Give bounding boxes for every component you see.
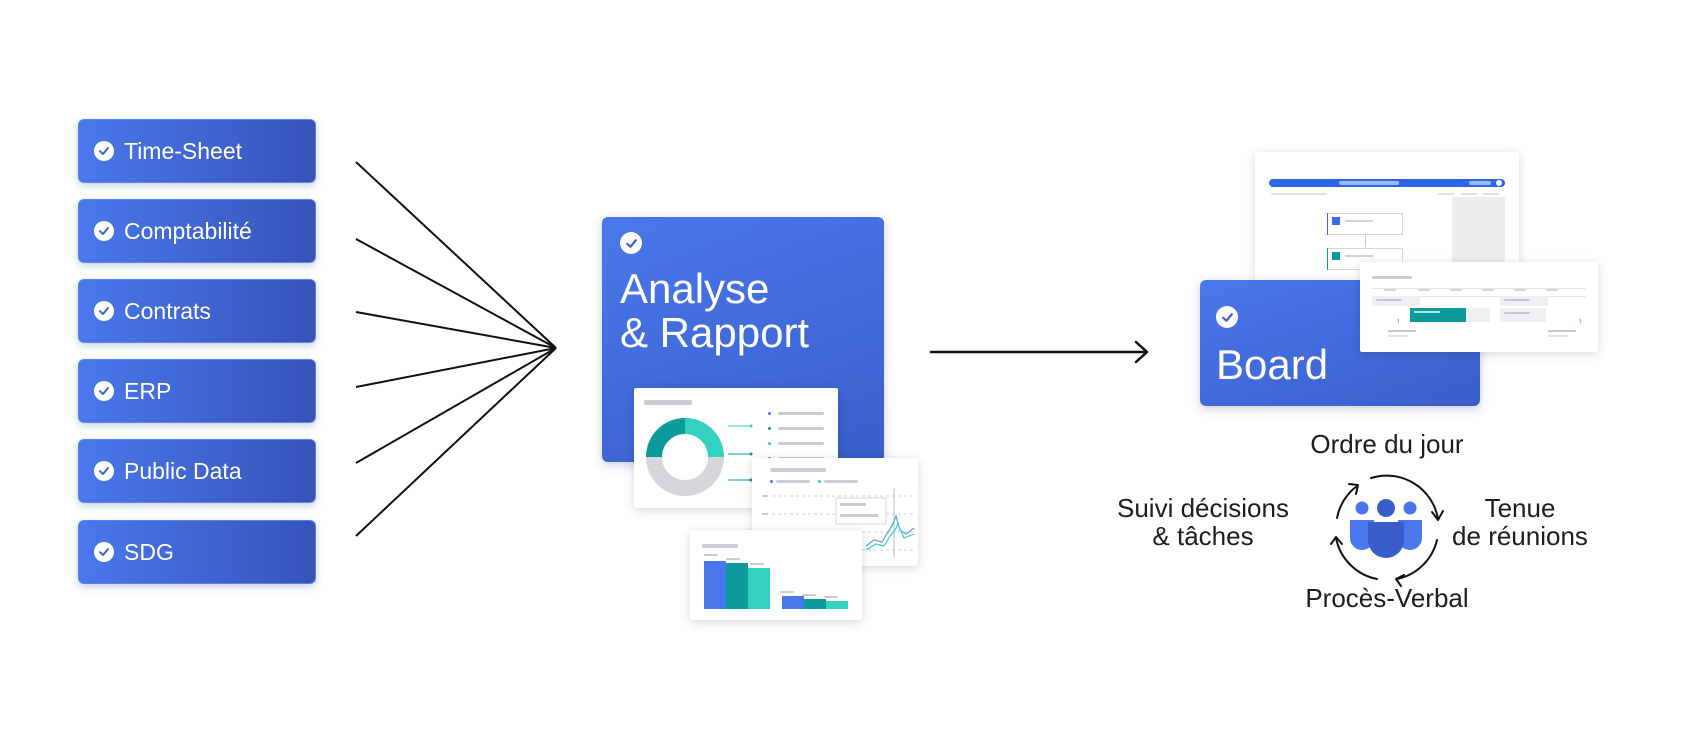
source-public-data: Public Data (78, 439, 316, 503)
board-screen-front: ↑ ↑ (1360, 262, 1598, 352)
source-contrats: Contrats (78, 279, 316, 343)
teams-people-icon (1350, 499, 1422, 558)
cycle-right-label: Tenue de réunions (1425, 494, 1615, 550)
check-circle-icon (1216, 306, 1238, 328)
connector-line (355, 347, 557, 464)
source-label: Comptabilité (124, 217, 252, 244)
connector-line (355, 238, 557, 349)
source-label: Time-Sheet (124, 137, 243, 164)
cycle-top-label: Ordre du jour (1310, 429, 1464, 459)
source-label: Contrats (124, 297, 211, 324)
analysis-title-line1: Analyse (620, 265, 770, 312)
analysis-title-line2: & Rapport (620, 309, 810, 356)
line-chart (762, 488, 915, 558)
source-comptabilite: Comptabilité (78, 199, 316, 263)
leader-lines (728, 424, 753, 482)
bar-mark (804, 599, 826, 609)
bar-chart-card (690, 530, 862, 620)
arrow-up-icon: ↑ (1396, 316, 1401, 326)
connector-line (355, 347, 557, 537)
connector-line (355, 311, 557, 349)
check-circle-icon (94, 221, 114, 241)
bar-mark (726, 563, 748, 609)
source-time-sheet: Time-Sheet (78, 119, 316, 183)
cycle-bottom-label: Procès-Verbal (1305, 583, 1469, 613)
bar-mark (704, 561, 726, 609)
board-title: Board (1216, 341, 1329, 388)
bar-mark (748, 568, 770, 609)
check-circle-icon (94, 301, 114, 321)
bar-mark (782, 596, 804, 609)
check-circle-icon (94, 461, 114, 481)
cycle-left-label: Suivi décisions & tâches (1098, 494, 1308, 550)
source-label: ERP (124, 377, 172, 404)
source-erp: ERP (78, 359, 316, 423)
check-circle-icon (94, 141, 114, 161)
arrow-right-icon (929, 340, 1149, 364)
cycle-arrows-icon (1330, 474, 1444, 587)
connector-line (355, 161, 557, 349)
donut-chart (646, 418, 724, 496)
connector-line (355, 347, 557, 388)
cycle-left-line2: & tâches (1152, 521, 1254, 551)
cycle-left-line1: Suivi décisions (1117, 493, 1289, 523)
cycle-right-line2: de réunions (1452, 521, 1588, 551)
arrow-up-icon: ↑ (1578, 316, 1583, 326)
analysis-title: Analyse & Rapport (620, 267, 809, 355)
bar-mark (826, 601, 848, 609)
check-circle-icon (620, 232, 642, 254)
check-circle-icon (94, 542, 114, 562)
source-label: SDG (124, 538, 174, 565)
check-circle-icon (94, 381, 114, 401)
source-label: Public Data (124, 457, 242, 484)
cycle-right-line1: Tenue (1484, 493, 1556, 523)
source-sdg: SDG (78, 520, 316, 584)
board-screen-back (1255, 152, 1519, 280)
